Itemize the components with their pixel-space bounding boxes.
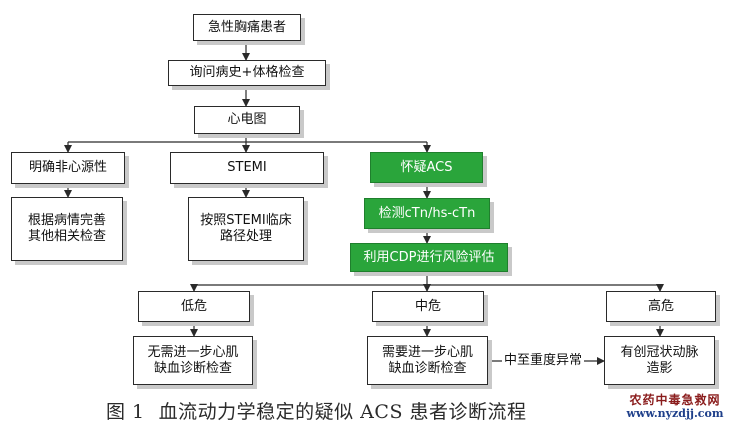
node-chest-pain: 急性胸痛患者 [193, 14, 301, 41]
site-watermark: 农药中毒急救网 www.nyzdjj.com [620, 393, 730, 429]
node-history-exam: 询问病史+体格检查 [168, 60, 326, 86]
edge-label-mid-to-high: 中至重度异常 [502, 353, 585, 369]
node-need-further-test: 需要进一步心肌 缺血诊断检查 [367, 336, 488, 385]
node-stemi: STEMI [170, 152, 324, 184]
node-stemi-pathway: 按照STEMI临床 路径处理 [188, 197, 304, 261]
node-non-cardiac: 明确非心源性 [11, 152, 125, 184]
node-troponin-test: 检测cTn/hs-cTn [364, 198, 490, 229]
node-no-further-test: 无需进一步心肌 缺血诊断检查 [133, 336, 253, 385]
node-suspect-acs: 怀疑ACS [370, 152, 483, 183]
watermark-site-name: 农药中毒急救网 [629, 393, 721, 407]
node-ecg: 心电图 [194, 106, 300, 134]
node-cdp-risk: 利用CDP进行风险评估 [350, 243, 508, 272]
node-etiology-workup: 根据病情完善 其他相关检查 [11, 197, 123, 261]
node-mid-risk: 中危 [372, 291, 484, 322]
node-low-risk: 低危 [138, 291, 250, 322]
node-high-risk: 高危 [606, 291, 716, 322]
node-coronary-angio: 有创冠状动脉 造影 [604, 336, 715, 385]
figure-number: 图 1 [106, 401, 145, 423]
watermark-url: www.nyzdjj.com [626, 407, 724, 420]
figure-title: 血流动力学稳定的疑似 ACS 患者诊断流程 [158, 401, 527, 423]
figure-caption: 图 1 血流动力学稳定的疑似 ACS 患者诊断流程 [106, 397, 527, 424]
